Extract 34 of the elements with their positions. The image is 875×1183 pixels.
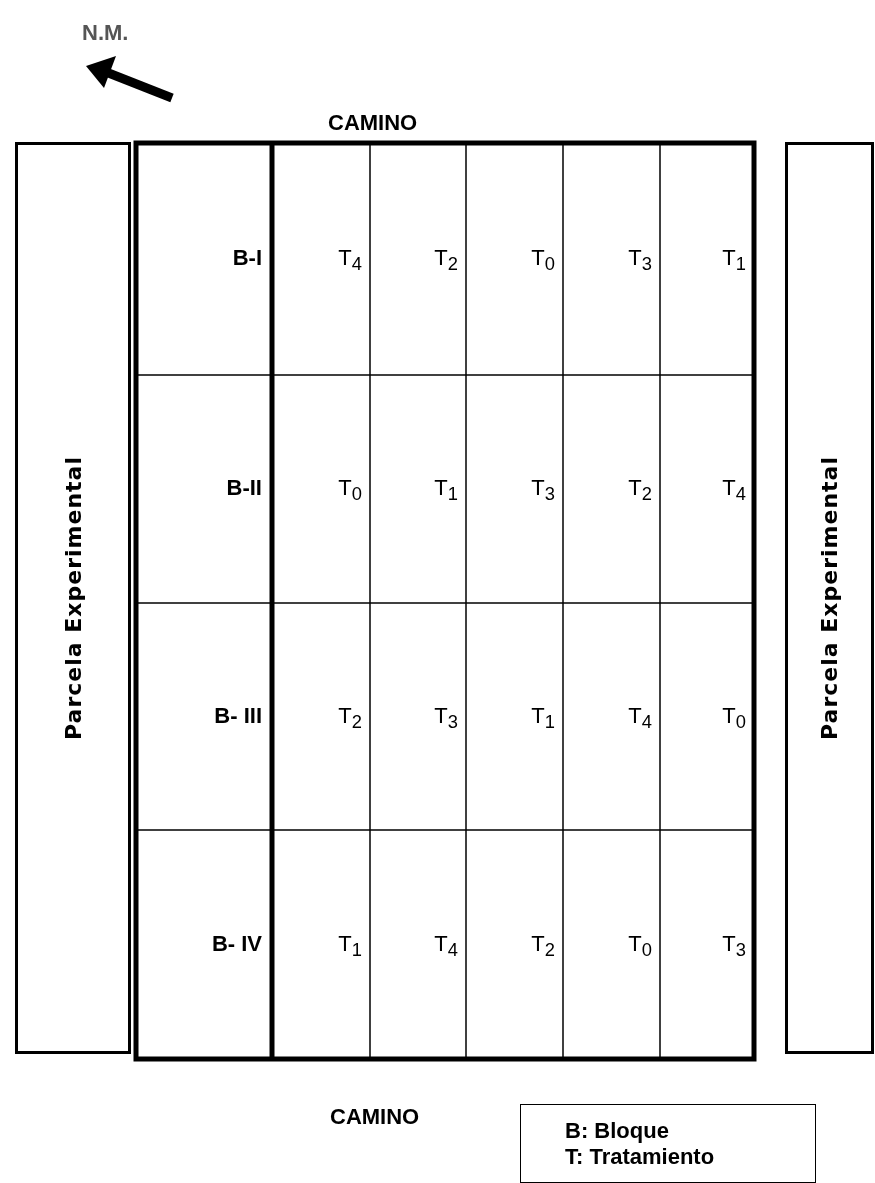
road-label: CAMINO	[330, 1104, 420, 1130]
legend-box	[520, 1104, 816, 1183]
treatment-code: T$_{3}$	[722, 930, 746, 961]
treatment-code: T$_{0}$	[531, 245, 555, 276]
block-label: B- IV	[211, 930, 262, 957]
treatment-code: T$_{4}$	[434, 930, 458, 961]
treatment-code: T$_{1}$	[338, 930, 362, 961]
treatment-code: T$_{3}$	[628, 245, 652, 276]
treatment-code: T$_{2}$	[434, 245, 458, 276]
strip-label: Parcela Experimental	[817, 456, 842, 740]
plot-strip	[785, 142, 874, 1054]
strip-label: Parcela Experimental	[60, 456, 86, 740]
treatment-code: T$_{1}$	[434, 475, 458, 506]
treatment-code: T$_{2}$	[338, 702, 362, 733]
legend-text: B: Bloque	[565, 1117, 669, 1144]
treatment-code: T$_{3}$	[434, 702, 458, 733]
block-label: B-II	[226, 475, 262, 501]
treatment-code: T$_{0}$	[338, 475, 362, 506]
treatment-code: T$_{0}$	[722, 702, 746, 733]
treatment-code: T$_{1}$	[722, 245, 746, 276]
treatment-code: T$_{2}$	[531, 930, 555, 961]
treatment-code: T$_{2}$	[628, 475, 652, 506]
legend-text: T: Tratamiento	[565, 1143, 715, 1170]
map-label: N.M.	[82, 20, 129, 46]
treatment-code: T$_{4}$	[628, 702, 652, 733]
plot-strip	[15, 142, 131, 1054]
road-label: CAMINO	[328, 110, 418, 136]
treatment-code: T$_{4}$	[338, 245, 362, 276]
treatment-code: T$_{0}$	[628, 930, 652, 961]
treatment-code: T$_{1}$	[531, 702, 555, 733]
treatment-code: T$_{3}$	[531, 475, 555, 506]
block-label: B- III	[214, 702, 262, 729]
block-label: B-I	[232, 245, 262, 271]
treatment-code: T$_{4}$	[722, 475, 746, 506]
